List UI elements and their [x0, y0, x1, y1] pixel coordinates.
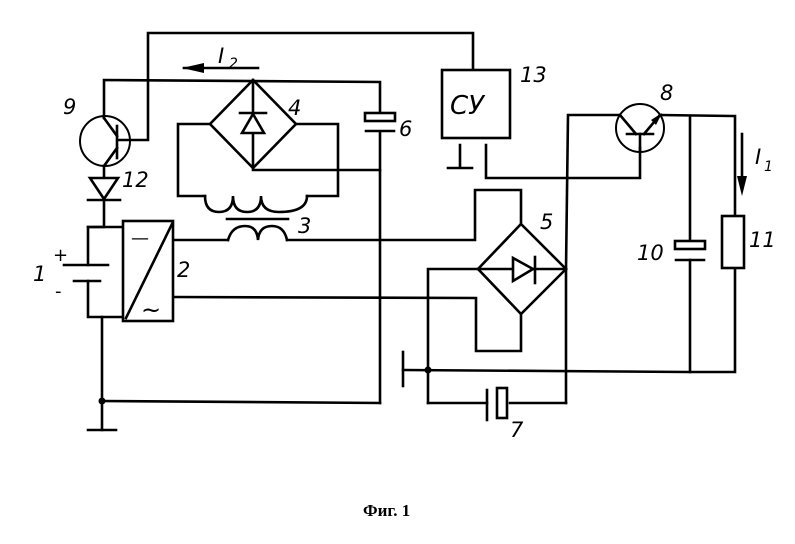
quartz-7-crystal — [495, 386, 509, 420]
label-6: 6 — [399, 117, 412, 141]
label-13: 13 — [520, 63, 547, 87]
transistor-8: 8 — [615, 81, 673, 153]
wire-battery-top — [86, 198, 106, 267]
control-unit-text: СУ — [450, 91, 486, 121]
capacitor-10: 10 — [637, 239, 707, 265]
current-i2: I 2 — [182, 44, 260, 73]
current-i1-symbol: I — [755, 145, 761, 169]
inverter-2: — ~ 2 — [121, 219, 190, 324]
wire-bridge4-left — [176, 122, 212, 198]
ground-symbol-su — [446, 143, 474, 170]
inverter-ac-symbol: ~ — [141, 296, 161, 324]
junction-dot — [98, 397, 106, 405]
label-1: 1 — [33, 262, 46, 286]
capacitor-10-plate-a — [673, 239, 707, 251]
label-5: 5 — [540, 210, 553, 234]
current-i2-subscript: 2 — [229, 56, 238, 72]
bridge-4-diode — [239, 111, 267, 135]
inverter-dc-symbol: — — [131, 228, 149, 249]
arrow-left-icon — [182, 63, 204, 73]
label-10: 10 — [637, 241, 664, 265]
current-i1-subscript: 1 — [764, 159, 773, 175]
transformer-secondary — [203, 194, 309, 214]
bridge-5: 5 — [476, 210, 568, 316]
diode-12: 12 — [86, 168, 149, 202]
label-12: 12 — [122, 168, 149, 192]
transformer-primary — [226, 224, 289, 242]
wire-bridge4-right — [294, 122, 340, 198]
wire-battery-bottom — [86, 279, 125, 319]
resistor-11-body — [720, 214, 746, 270]
transistor-9-emitter — [102, 146, 119, 168]
wire-bridge5-left — [426, 267, 480, 405]
bridge-5-diode — [511, 255, 536, 284]
label-4: 4 — [288, 96, 301, 120]
figure-caption: Фиг. 1 — [363, 501, 410, 520]
wires — [86, 31, 737, 432]
capacitor-6: 6 — [363, 111, 412, 141]
wire-su-to-t8 — [484, 143, 642, 180]
label-9: 9 — [63, 95, 76, 119]
wire-bridge5-right — [564, 113, 622, 271]
wire-inverter-ac — [171, 295, 523, 353]
battery-plus-sign: + — [53, 245, 68, 266]
current-i2-symbol: I — [218, 44, 224, 68]
transistor-9-collector — [102, 116, 119, 138]
label-3: 3 — [298, 214, 311, 238]
resistor-11: 11 — [720, 214, 776, 270]
junction-dot — [424, 366, 432, 374]
wire-t8-out — [658, 113, 737, 218]
arrow-icon — [651, 113, 662, 125]
bridge-4: 4 — [208, 78, 301, 170]
diode-12-triangle — [87, 176, 121, 202]
wire-ground-right — [401, 266, 737, 374]
wire-common-bottom — [100, 399, 382, 405]
capacitor-6-plate-a — [363, 111, 397, 123]
current-i1: I 1 — [737, 132, 773, 196]
wire-i2-bus — [102, 78, 382, 120]
label-7: 7 — [510, 418, 524, 442]
label-8: 8 — [660, 81, 673, 105]
wire-primary-right — [285, 188, 523, 242]
inverter-diagonal — [124, 222, 174, 320]
transistor-8-collector — [618, 113, 638, 136]
arrow-down-icon — [737, 176, 747, 196]
bridge-5-diamond — [476, 222, 568, 316]
battery-1: + - 1 — [33, 245, 110, 302]
wire-top-control — [116, 31, 475, 142]
quartz-resonator-7: 7 — [485, 386, 524, 442]
transformer-3: 3 — [203, 194, 311, 242]
label-11: 11 — [749, 228, 776, 252]
control-unit-box — [440, 68, 512, 140]
battery-minus-sign: - — [55, 281, 62, 302]
control-unit-13: СУ 13 — [440, 63, 547, 140]
transistor-9: 9 — [63, 95, 131, 180]
label-2: 2 — [177, 258, 190, 282]
transistor-8-body — [615, 103, 665, 153]
